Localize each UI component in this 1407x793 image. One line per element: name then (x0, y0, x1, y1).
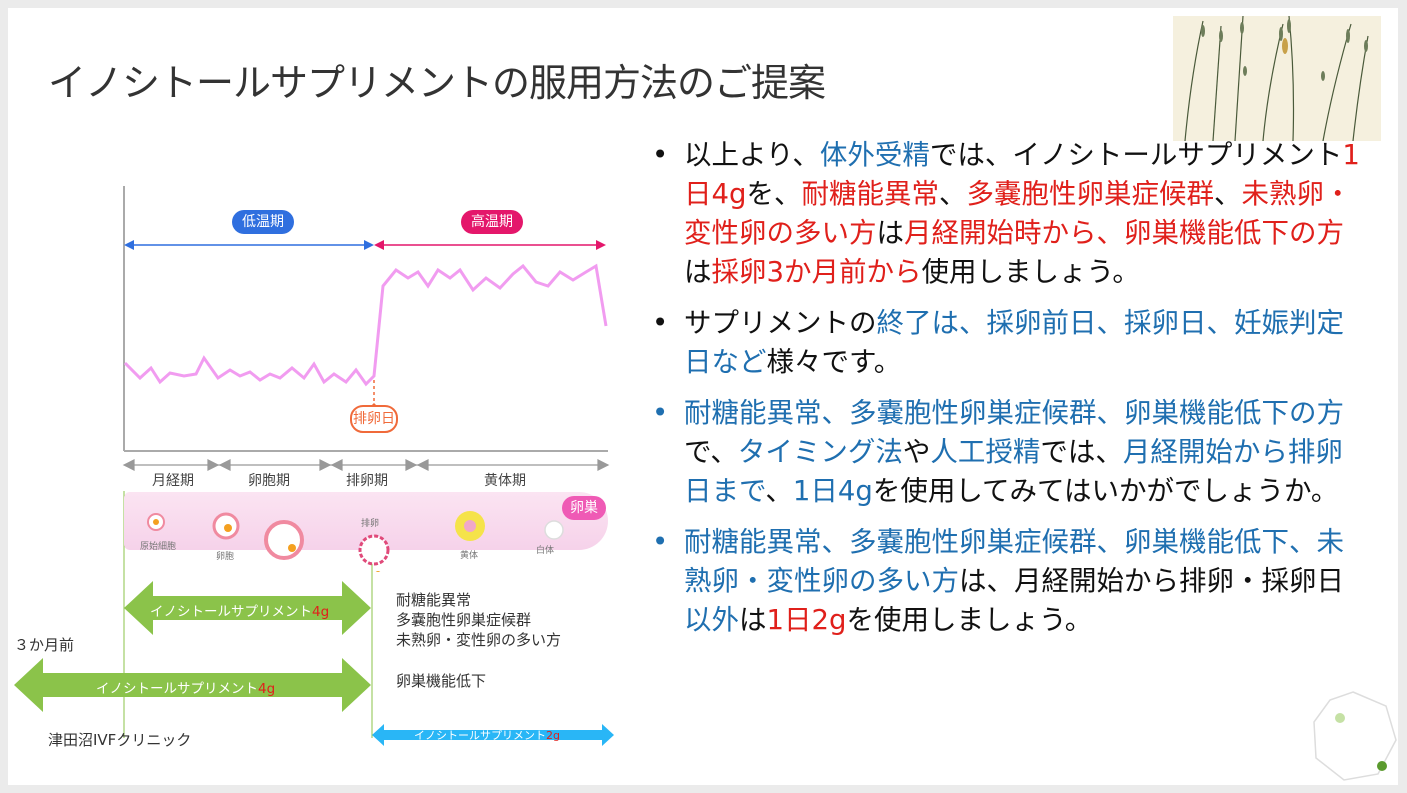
bullet-1: • 以上より、体外受精では、イノシトールサプリメント1日4gを、耐糖能異常、多嚢… (648, 136, 1368, 292)
ovary-label: 卵巣 (562, 496, 606, 520)
arrow1-label: イノシトールサプリメント4g (150, 604, 330, 620)
temperature-line (123, 263, 608, 387)
clinic-credit: 津田沼IVFクリニック (48, 731, 192, 749)
slide-title: イノシトールサプリメントの服用方法のご提案 (48, 61, 826, 105)
bullet-dot-icon: • (652, 307, 669, 339)
low-temp-pill: 低温期 (232, 210, 294, 234)
phase-ovulatory: 排卵期 (346, 473, 388, 489)
phase-follicular: 卵胞期 (248, 473, 290, 489)
arrow2-label: イノシトールサプリメント4g (96, 681, 276, 697)
high-temp-arrow (374, 240, 606, 250)
stage-corpus-albicans: 白体 (536, 546, 555, 556)
ovulation-day-label: 排卵日 (353, 411, 395, 427)
ovary-stages-illustration (147, 511, 564, 572)
low-temp-arrow (124, 240, 374, 250)
stage-primordial: 原始細胞 (140, 542, 177, 552)
grass-illustration (1173, 16, 1381, 141)
stage-follicle: 卵胞 (216, 552, 235, 562)
ovulation-marker (350, 380, 398, 433)
bullet-3: • 耐糖能異常、多嚢胞性卵巣症候群、卵巣機能低下の方で、タイミング法や人工授精で… (648, 394, 1368, 511)
condition-a-line-1: 耐糖能異常 (396, 591, 472, 609)
supplement-arrow-2 (14, 658, 371, 712)
decorative-polygon-icon (1313, 691, 1397, 781)
phase-menstrual: 月経期 (152, 473, 194, 489)
bullet-dot-icon: • (652, 526, 669, 558)
condition-a-line-2: 多嚢胞性卵巣症候群 (396, 611, 532, 629)
bullet-list: • 以上より、体外受精では、イノシトールサプリメント1日4gを、耐糖能異常、多嚢… (648, 136, 1368, 652)
bullet-dot-icon: • (652, 397, 669, 429)
condition-a-line-3: 未熟卵・変性卵の多い方 (396, 631, 562, 649)
bbt-diagram (14, 186, 614, 746)
stage-ovulation: 排卵 (361, 519, 380, 529)
supplement-arrow-1 (124, 581, 371, 635)
stage-corpus-luteum: 黄体 (460, 551, 479, 561)
bullet-4: • 耐糖能異常、多嚢胞性卵巣症候群、卵巣機能低下、未熟卵・変性卵の多い方は、月経… (648, 523, 1368, 640)
arrow3-label: イノシトールサプリメント2g (414, 729, 560, 742)
phase-arrows (122, 459, 610, 471)
phase-luteal: 黄体期 (484, 473, 526, 489)
three-months-label: ３か月前 (14, 636, 75, 654)
bullet-dot-icon: • (652, 139, 669, 171)
slide: イノシトールサプリメントの服用方法のご提案 (8, 8, 1398, 785)
high-temp-pill: 高温期 (461, 210, 523, 234)
supplement-arrow-3 (372, 724, 614, 746)
bullet-2: • サプリメントの終了は、採卵前日、採卵日、妊娠判定日など様々です。 (648, 304, 1368, 382)
condition-b: 卵巣機能低下 (396, 672, 487, 690)
